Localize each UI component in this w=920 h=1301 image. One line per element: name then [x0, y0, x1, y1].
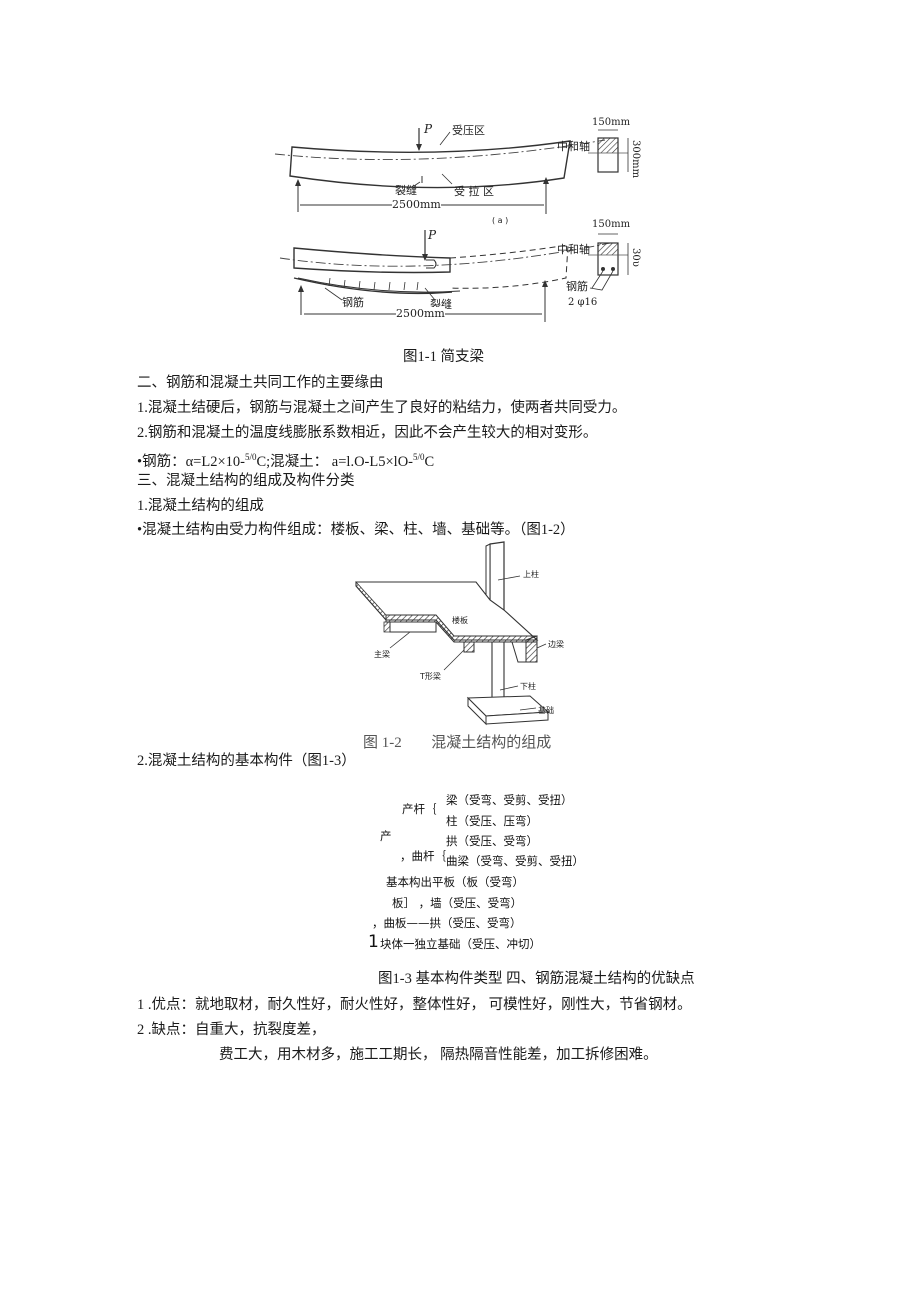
figure-1-3-component-types: 产杆｛ 梁（受弯、受剪、受扭） 柱（受压、压弯） 产 拱（受压、受弯） ，曲杆｛… [360, 788, 620, 958]
tree-prefix-straight-member: 产杆｛ [402, 802, 437, 816]
rebar-label-beam: 钢筋 [342, 296, 364, 309]
celsius-unit: C [424, 453, 435, 470]
tree-item-arch: 拱（受压、受弯） [446, 834, 538, 848]
figure-1-1-caption: 图1-1 简支梁 [403, 349, 484, 365]
structure-diagram-icon [355, 541, 550, 726]
section-3-bullet-1: •混凝土结构由受力构件组成：楼板、梁、柱、墙、基础等。（图1-2） [137, 522, 575, 538]
figure-1-2-caption-number: 图 1-2 [363, 735, 402, 751]
figure-1-2-caption: 图 1-2 混凝土结构的组成 [363, 734, 551, 752]
figure-1-2-structure-composition: 上柱 楼板 主梁 边梁 T形梁 下柱 基础 [340, 540, 580, 730]
steel-coefficient-text: •钢筋：α=L2×10- [137, 453, 245, 470]
span-label-b: 2500mm [396, 307, 445, 321]
beam-diagram-icon [274, 128, 629, 322]
tree-item-curved-beam: 曲梁（受弯、受剪、受扭） [446, 854, 584, 868]
lower-column-label: 下柱 [520, 682, 536, 691]
section-2-heading: 二、钢筋和混凝土共同工作的主要缘由 [137, 375, 384, 391]
load-label-b: P [428, 228, 437, 242]
tension-zone-label: 受 拉 区 [454, 185, 494, 198]
foundation-label: 基础 [538, 706, 554, 715]
concrete-coefficient-text: C;混凝土： a=l.O-L5×lO- [256, 453, 413, 470]
neutral-axis-label-a: 中和轴 [557, 140, 590, 153]
rebar-spec-label: 2 φ16 [568, 297, 598, 308]
slab-label: 楼板 [452, 616, 468, 625]
thermal-coefficient-line: •钢筋：α=L2×10-5/0C;混凝土： a=l.O-L5×lO-5/0C [137, 448, 434, 471]
tree-item-column: 柱（受压、压弯） [446, 814, 538, 828]
disadvantages-line: 2 .缺点：自重大，抗裂度差， [137, 1022, 326, 1038]
subfigure-a-label: ( a ) [492, 216, 509, 225]
rebar-label-section: 钢筋 [566, 280, 588, 293]
tree-prefix-curved-member: ，曲杆｛ [400, 849, 446, 863]
section-3-heading: 三、混凝土结构的组成及构件分类 [137, 473, 355, 489]
upper-column-label: 上柱 [523, 570, 539, 579]
tree-prefix-block: 1 [368, 932, 379, 952]
figure-1-3-caption: 图1-3 基本构件类型 四、钢筋混凝土结构的优缺点 [378, 971, 695, 987]
span-label-a: 2500mm [392, 198, 441, 212]
tree-item-curved-slab: ，曲板——拱（受压、受弯） [372, 916, 522, 930]
figure-1-2-caption-text: 混凝土结构的组成 [431, 735, 552, 751]
main-beam-label: 主梁 [374, 650, 390, 659]
tree-item-isolated-foundation: 块体一独立基础（受压、冲切） [380, 937, 541, 951]
section-2-paragraph-2: 2.钢筋和混凝土的温度线膨胀系数相近，因此不会产生较大的相对变形。 [137, 425, 598, 441]
tree-item-flat-slab: 基本构出平板（板（受弯） [386, 875, 524, 889]
advantages-line: 1 .优点：就地取材，耐久性好，耐火性好，整体性好， 可模性好，刚性大，节省钢材… [137, 997, 692, 1013]
section-3-subheading-1: 1.混凝土结构的组成 [137, 498, 264, 514]
t-beam-label: T形梁 [420, 672, 441, 681]
tree-item-beam: 梁（受弯、受剪、受扭） [446, 793, 573, 807]
compression-zone-label: 受压区 [452, 124, 485, 137]
tree-item-wall: 板］ ，墙（受压、受弯） [392, 896, 523, 910]
crack-label-a: 裂缝 [395, 184, 417, 197]
height-label-b: 30υ [630, 248, 641, 267]
width-label-b: 150mm [592, 219, 631, 230]
tree-prefix-root: 产 [380, 829, 392, 843]
section-3-subheading-2: 2.混凝土结构的基本构件（图1-3） [137, 753, 356, 769]
steel-coefficient-exponent: 5/0 [244, 452, 257, 462]
load-label-a: P [424, 122, 433, 136]
section-2-paragraph-1: 1.混凝土结硬后，钢筋与混凝土之间产生了良好的粘结力，使两者共同受力。 [137, 400, 627, 416]
neutral-axis-label-b: 中和轴 [557, 243, 590, 256]
edge-beam-label: 边梁 [548, 640, 564, 649]
concrete-coefficient-exponent: 5/0 [413, 452, 425, 462]
height-label-a: 300mm [630, 140, 641, 179]
width-label-a: 150mm [592, 117, 631, 128]
figure-1-1-simply-supported-beam: P 受压区 中和轴 裂缝 受 拉 区 2500mm ( a ) 150mm 30… [270, 110, 680, 335]
disadvantages-continued-line: 费工大，用木材多，施工工期长， 隔热隔音性能差，加工拆修困难。 [219, 1047, 658, 1063]
